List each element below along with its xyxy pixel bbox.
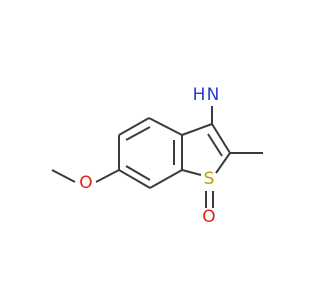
thiophene-ring	[181, 123, 231, 176]
amine-nitrogen-label: N	[207, 85, 220, 105]
bond-c2-s	[215, 152, 231, 174]
sulfoxide-oxygen-label: O	[202, 207, 215, 227]
bond-o-methyl	[51, 169, 76, 183]
benzene-ring	[118, 117, 183, 189]
methoxy-oxygen-label: O	[79, 173, 92, 193]
molecule-drawing: H N S O O	[51, 85, 263, 227]
bond-c4-c5-inner	[125, 126, 151, 141]
bond-c3a-c4	[148, 117, 183, 136]
bond-c3a-c3	[181, 123, 213, 136]
bond-c6-o	[95, 169, 120, 183]
bond-c4-c5	[118, 117, 150, 136]
bond-c3-c2-inner	[207, 133, 223, 157]
bond-c6-c7	[118, 169, 151, 189]
bond-c3-c2	[211, 123, 231, 154]
bond-s-c7a	[181, 169, 202, 176]
bond-c6-c7-inner	[125, 165, 151, 181]
sulfur-label: S	[204, 169, 215, 189]
substituents	[51, 106, 263, 208]
bond-c7-c7a	[149, 169, 183, 189]
structure-canvas: H N S O O	[51, 85, 263, 227]
amine-hydrogen-label: H	[193, 85, 206, 105]
